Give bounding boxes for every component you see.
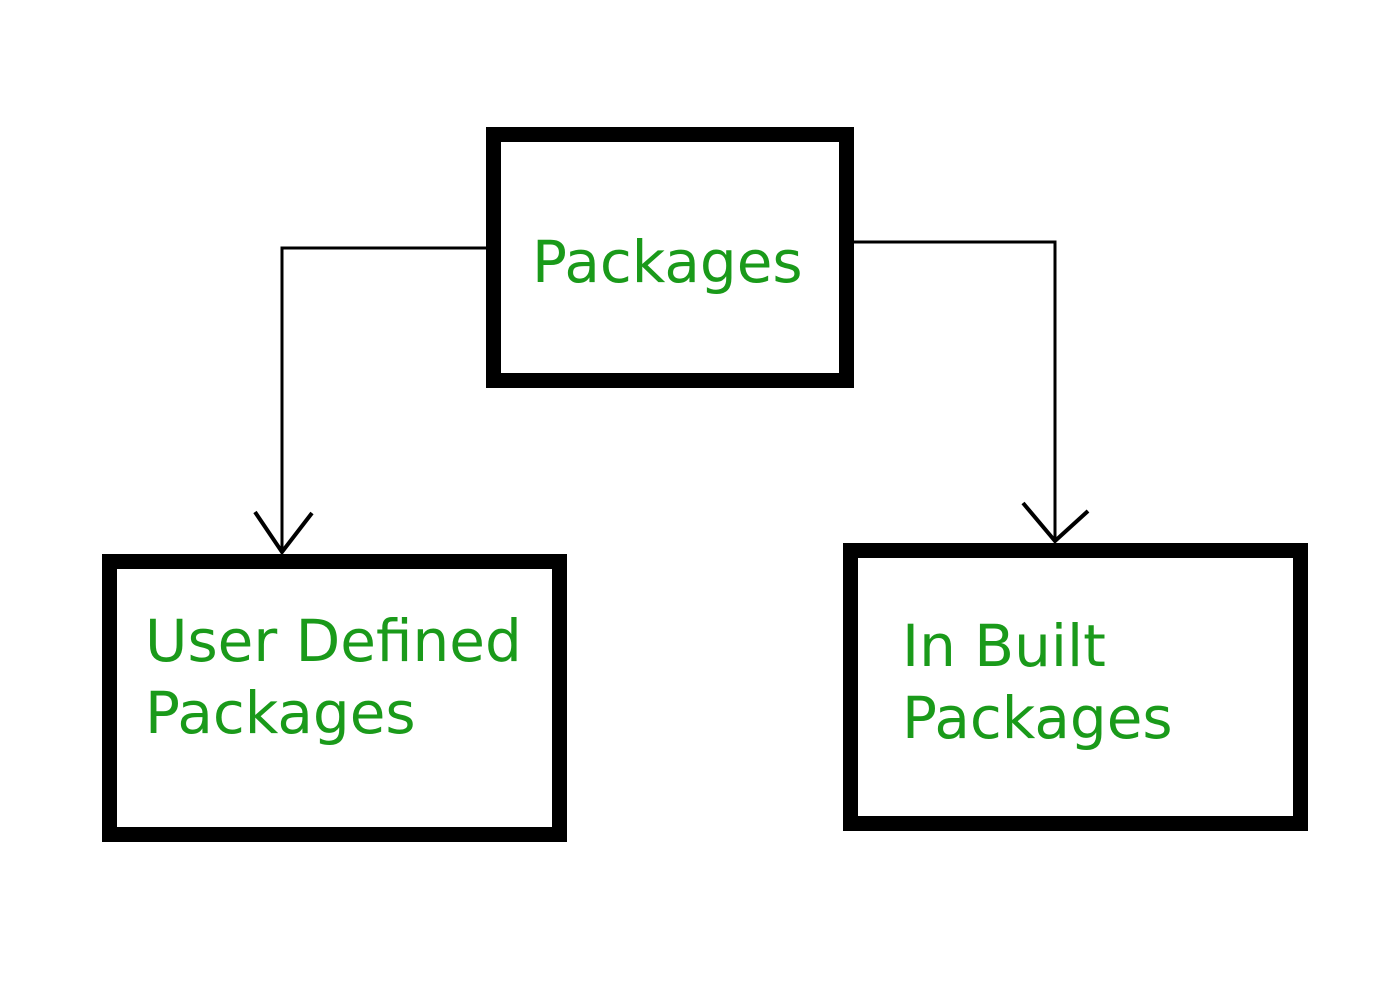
arrowhead-in-built (1021, 501, 1090, 544)
connector-packages-to-in-built (854, 240, 1057, 541)
in-built-packages-node: In Built Packages (843, 543, 1308, 831)
in-built-packages-label-line-1: In Built (902, 612, 1106, 680)
packages-node-label: Packages (532, 226, 803, 298)
connector-packages-to-user-defined (280, 246, 486, 552)
in-built-packages-label: In Built Packages (902, 610, 1173, 754)
packages-node-label-line-1: Packages (532, 228, 803, 296)
user-defined-packages-label-line-2: Packages (145, 679, 416, 747)
user-defined-packages-label: User Defined Packages (145, 605, 522, 749)
arrowhead-user-defined (253, 510, 314, 556)
user-defined-packages-node: User Defined Packages (102, 554, 567, 842)
user-defined-packages-label-line-1: User Defined (145, 607, 522, 675)
in-built-packages-label-line-2: Packages (902, 684, 1173, 752)
packages-node: Packages (486, 127, 854, 388)
